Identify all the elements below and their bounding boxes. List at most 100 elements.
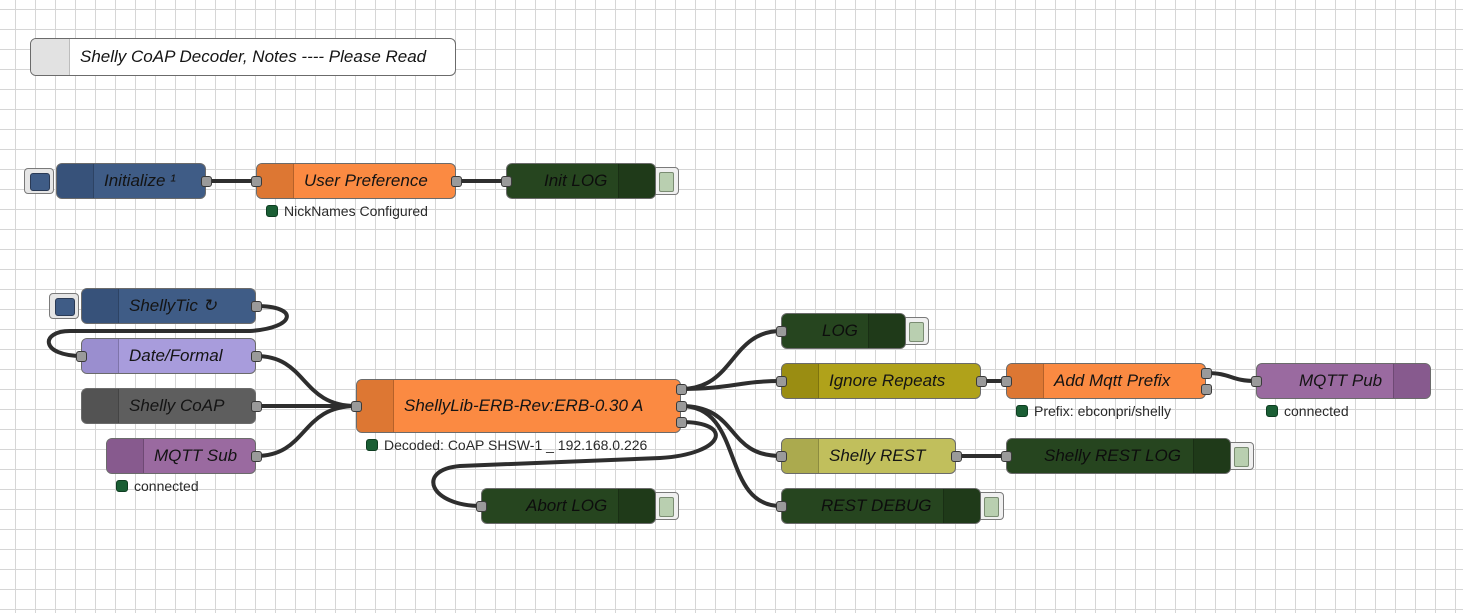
node-shelly-rest[interactable]: Shelly REST — [781, 438, 956, 474]
input-port[interactable] — [76, 351, 87, 362]
inject-icon — [57, 164, 94, 198]
debug-toggle-button[interactable] — [655, 492, 679, 520]
input-port[interactable] — [1001, 451, 1012, 462]
output-port[interactable] — [451, 176, 462, 187]
inject-trigger-button[interactable] — [49, 293, 79, 319]
node-label: LOG — [822, 321, 858, 340]
inject-button-icon — [55, 298, 75, 316]
output-port[interactable] — [251, 451, 262, 462]
output-port-1[interactable] — [676, 384, 687, 395]
debug-toggle-icon — [1234, 447, 1249, 467]
debug-toggle-icon — [984, 497, 999, 517]
input-port[interactable] — [251, 176, 262, 187]
status-dot-icon — [366, 439, 378, 451]
node-label: Shelly REST — [829, 446, 926, 465]
debug-icon — [618, 164, 655, 198]
node-user-preference[interactable]: User Preference — [256, 163, 456, 199]
input-port[interactable] — [351, 401, 362, 412]
debug-icon — [1193, 439, 1230, 473]
node-label: Shelly REST LOG — [1044, 446, 1181, 465]
node-label: Init LOG — [544, 171, 608, 190]
node-initialize[interactable]: Initialize ¹ — [56, 163, 206, 199]
debug-toggle-icon — [659, 172, 674, 192]
output-port[interactable] — [976, 376, 987, 387]
wire-mqtt-sub-to-shellylib — [254, 404, 358, 458]
output-port[interactable] — [251, 401, 262, 412]
wire-shellylib-to-log — [679, 329, 783, 391]
node-label: Add Mqtt Prefix — [1054, 371, 1171, 390]
node-date-formal[interactable]: Date/Formal — [81, 338, 256, 374]
output-port[interactable] — [951, 451, 962, 462]
node-label: ShellyTic ↻ — [129, 296, 217, 315]
node-label: MQTT Sub — [154, 446, 238, 465]
node-label: Initialize ¹ — [104, 171, 176, 190]
node-label: Shelly CoAP — [129, 396, 225, 415]
inject-icon — [82, 289, 119, 323]
input-port[interactable] — [776, 326, 787, 337]
node-label: User Preference — [304, 171, 428, 190]
node-shelly-rest-log[interactable]: Shelly REST LOG — [1006, 438, 1231, 474]
node-rest-debug[interactable]: REST DEBUG — [781, 488, 981, 524]
node-add-mqtt-prefix[interactable]: Add Mqtt Prefix — [1006, 363, 1206, 399]
input-port[interactable] — [501, 176, 512, 187]
node-log[interactable]: LOG — [781, 313, 906, 349]
mqtt-in-icon — [107, 439, 144, 473]
wire-shellylib-to-shelly-rest — [679, 404, 783, 458]
function-icon — [1007, 364, 1044, 398]
output-port-2[interactable] — [1201, 384, 1212, 395]
output-port-2[interactable] — [676, 401, 687, 412]
input-port[interactable] — [1251, 376, 1262, 387]
wire-date-formal-to-shellylib — [254, 354, 358, 408]
node-shellylib[interactable]: ShellyLib-ERB-Rev:ERB-0.30 A — [356, 379, 681, 433]
function-icon — [257, 164, 294, 198]
node-status-user-preference: NickNames Configured — [266, 203, 428, 219]
debug-toggle-button[interactable] — [980, 492, 1004, 520]
status-text: Prefix: ebconpri/shelly — [1034, 403, 1171, 419]
debug-icon — [618, 489, 655, 523]
inject-trigger-button[interactable] — [24, 168, 54, 194]
debug-toggle-button[interactable] — [655, 167, 679, 195]
node-init-log[interactable]: Init LOG — [506, 163, 656, 199]
filter-icon — [782, 364, 819, 398]
input-port[interactable] — [1001, 376, 1012, 387]
output-port-3[interactable] — [676, 417, 687, 428]
input-port[interactable] — [776, 501, 787, 512]
coap-icon — [82, 389, 119, 423]
node-label: Ignore Repeats — [829, 371, 946, 390]
debug-toggle-icon — [659, 497, 674, 517]
debug-toggle-button[interactable] — [905, 317, 929, 345]
input-port[interactable] — [476, 501, 487, 512]
status-text: Decoded: CoAP SHSW-1 _ 192.168.0.226 — [384, 437, 648, 453]
node-abort-log[interactable]: Abort LOG — [481, 488, 656, 524]
comment-icon-cap — [31, 39, 70, 75]
status-dot-icon — [1016, 405, 1028, 417]
output-port[interactable] — [251, 351, 262, 362]
status-text: connected — [134, 478, 199, 494]
node-ignore-repeats[interactable]: Ignore Repeats — [781, 363, 981, 399]
output-port-1[interactable] — [1201, 368, 1212, 379]
node-mqtt-sub[interactable]: MQTT Sub — [106, 438, 256, 474]
node-status-mqtt-pub: connected — [1266, 403, 1349, 419]
debug-toggle-button[interactable] — [1230, 442, 1254, 470]
inject-button-icon — [30, 173, 50, 191]
output-port[interactable] — [251, 301, 262, 312]
input-port[interactable] — [776, 376, 787, 387]
mqtt-out-icon — [1393, 364, 1430, 398]
node-shellytic[interactable]: ShellyTic ↻ — [81, 288, 256, 324]
debug-icon — [943, 489, 980, 523]
node-status-shellylib: Decoded: CoAP SHSW-1 _ 192.168.0.226 — [366, 437, 647, 453]
status-dot-icon — [266, 205, 278, 217]
wire-add-mqtt-prefix-to-mqtt-pub — [1204, 371, 1258, 383]
comment-label: Shelly CoAP Decoder, Notes ---- Please R… — [80, 47, 427, 66]
comment-node-notes[interactable]: Shelly CoAP Decoder, Notes ---- Please R… — [30, 38, 456, 76]
output-port[interactable] — [201, 176, 212, 187]
node-shelly-coap[interactable]: Shelly CoAP — [81, 388, 256, 424]
status-text: connected — [1284, 403, 1349, 419]
input-port[interactable] — [776, 451, 787, 462]
node-label: REST DEBUG — [821, 496, 932, 515]
status-text: NickNames Configured — [284, 203, 428, 219]
node-mqtt-pub[interactable]: MQTT Pub — [1256, 363, 1431, 399]
node-status-add-mqtt-prefix: Prefix: ebconpri/shelly — [1016, 403, 1171, 419]
function-icon — [357, 380, 394, 432]
debug-icon — [868, 314, 905, 348]
